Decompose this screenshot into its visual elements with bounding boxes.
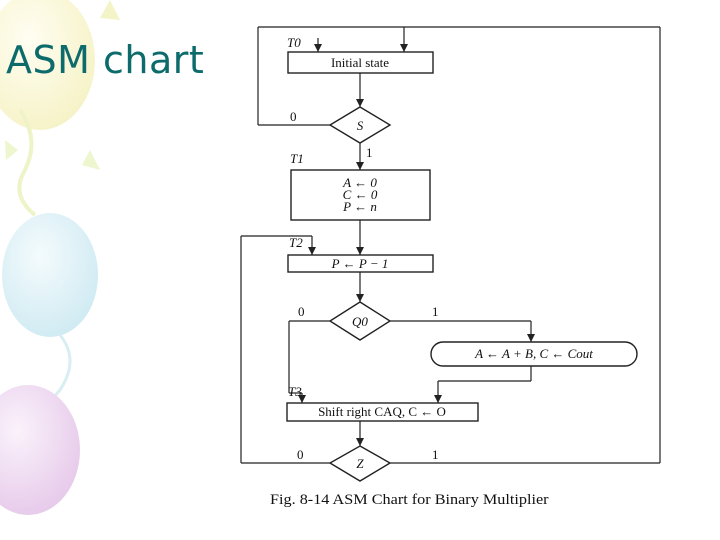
decrement-box: [287, 254, 434, 273]
init-registers-box: [290, 169, 431, 221]
figure-caption: Fig. 8-14 ASM Chart for Binary Multiplie…: [270, 492, 549, 508]
init-a-label: A ← 0: [342, 175, 377, 190]
balloon-yellow-top: [0, 0, 95, 130]
branch-s-one: 1: [366, 145, 373, 160]
decision-s-diamond: [328, 106, 392, 144]
state-t0-label: T0: [287, 35, 301, 50]
shift-right-box: [286, 402, 479, 422]
decision-z-label: Z: [356, 456, 364, 471]
branch-z-one: 1: [432, 447, 439, 462]
shift-right-label: Shift right CAQ, C ← O: [318, 404, 446, 419]
state-t1-label: T1: [290, 151, 304, 166]
init-p-label: P ← n: [342, 199, 377, 214]
branch-q0-one: 1: [432, 304, 439, 319]
add-conditional-box: [430, 341, 638, 367]
initial-state-box: [287, 51, 434, 74]
state-t3-label: T3: [288, 384, 302, 399]
decision-q0-diamond: [328, 301, 392, 341]
balloon-blue: [2, 213, 98, 337]
branch-q0-zero: 0: [298, 304, 305, 319]
init-c-label: C ← 0: [343, 187, 378, 202]
decrement-label: P ← P − 1: [331, 256, 389, 271]
initial-state-label: Initial state: [331, 55, 389, 70]
branch-s-zero: 0: [290, 109, 297, 124]
decision-q0-label: Q0: [352, 314, 368, 329]
decision-z-diamond: [328, 445, 392, 482]
state-t2-label: T2: [289, 235, 303, 250]
add-label: A ← A + B, C ← Cout: [474, 346, 593, 361]
decision-s-label: S: [357, 118, 364, 133]
slide-title: ASM chart: [6, 38, 205, 82]
balloon-purple: [0, 385, 80, 515]
branch-z-zero: 0: [297, 447, 304, 462]
